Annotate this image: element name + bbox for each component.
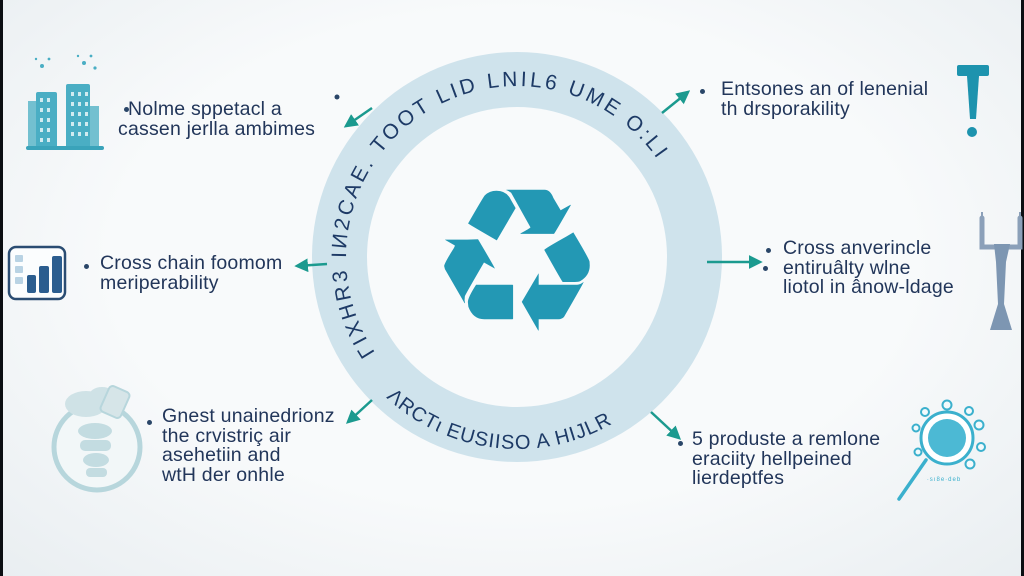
callout-line: Entsones an of lenenial [721,78,929,100]
gear-magnifier-icon: ·sı8e·deb [897,399,986,501]
bullet-dot [678,441,683,446]
callout-line: Nolme sppetacl a [128,98,282,120]
letter-t-exclamation-icon [957,65,989,137]
callout-mid-left: Cross chain foomom meriperability [82,252,283,294]
callout-line: cassen jerlla ambimes [118,117,316,140]
bullet-dot [766,248,771,253]
plant-jar-icon [51,385,143,493]
bullet-dot [763,266,768,271]
callout-bottom-right: 5 produste a remlone eraciity hellpeined… [676,428,881,489]
callout-line: the crvistriç air [162,424,292,447]
left-frame-edge [0,0,3,576]
callout-line: lierdeptfes [692,467,785,489]
callout-top-left: Nolme sppetacl a cassen jerlla ambimes [118,98,316,140]
right-frame-edge [1021,0,1024,576]
arrow-mid-left [294,258,328,273]
callout-line: meriperability [100,271,219,294]
callout-top-right: Entsones an of lenenial th drsporakility [697,78,929,120]
arrow-top-left [343,106,373,128]
arrow-bottom-right [650,411,682,440]
callout-line: 5 produste a remlone [692,428,881,450]
bullet-dot [147,420,152,425]
sparkles [34,54,97,70]
bullet-dot [334,94,340,100]
callout-line: asehetiin and [162,444,281,466]
callout-line: liotol in ânow-ldage [783,276,954,298]
gear-icon-caption: ·sı8e·deb [927,477,961,483]
bar-chart-icon [7,245,67,301]
callout-line: Cross chain foomom [100,252,283,274]
callout-line: entiruâlty wlne [783,256,911,279]
arrow-top-right [661,90,691,114]
callout-line: Cross anverincle [783,237,932,259]
callout-line: th drsporakility [721,97,850,120]
callout-line: wtH der onhle [162,463,285,486]
callout-line: Gnest unainedrionz [162,405,335,427]
callout-mid-right: Cross anverincle entiruâlty wlne liotol … [762,237,954,298]
city-buildings-icon [26,54,104,150]
bullet-dot [124,107,129,112]
callout-line: eraciity hellpeined [692,447,852,470]
hammer-tool-icon [979,212,1023,330]
bullet-dot [84,264,89,269]
callout-bottom-left: Gnest unainedrionz the crvistriç air ase… [144,405,335,486]
recycle-icon: ♻ [427,146,606,379]
bullet-dot [700,89,705,94]
badge-inner-circle [367,107,667,407]
arrow-bottom-left [345,399,373,424]
